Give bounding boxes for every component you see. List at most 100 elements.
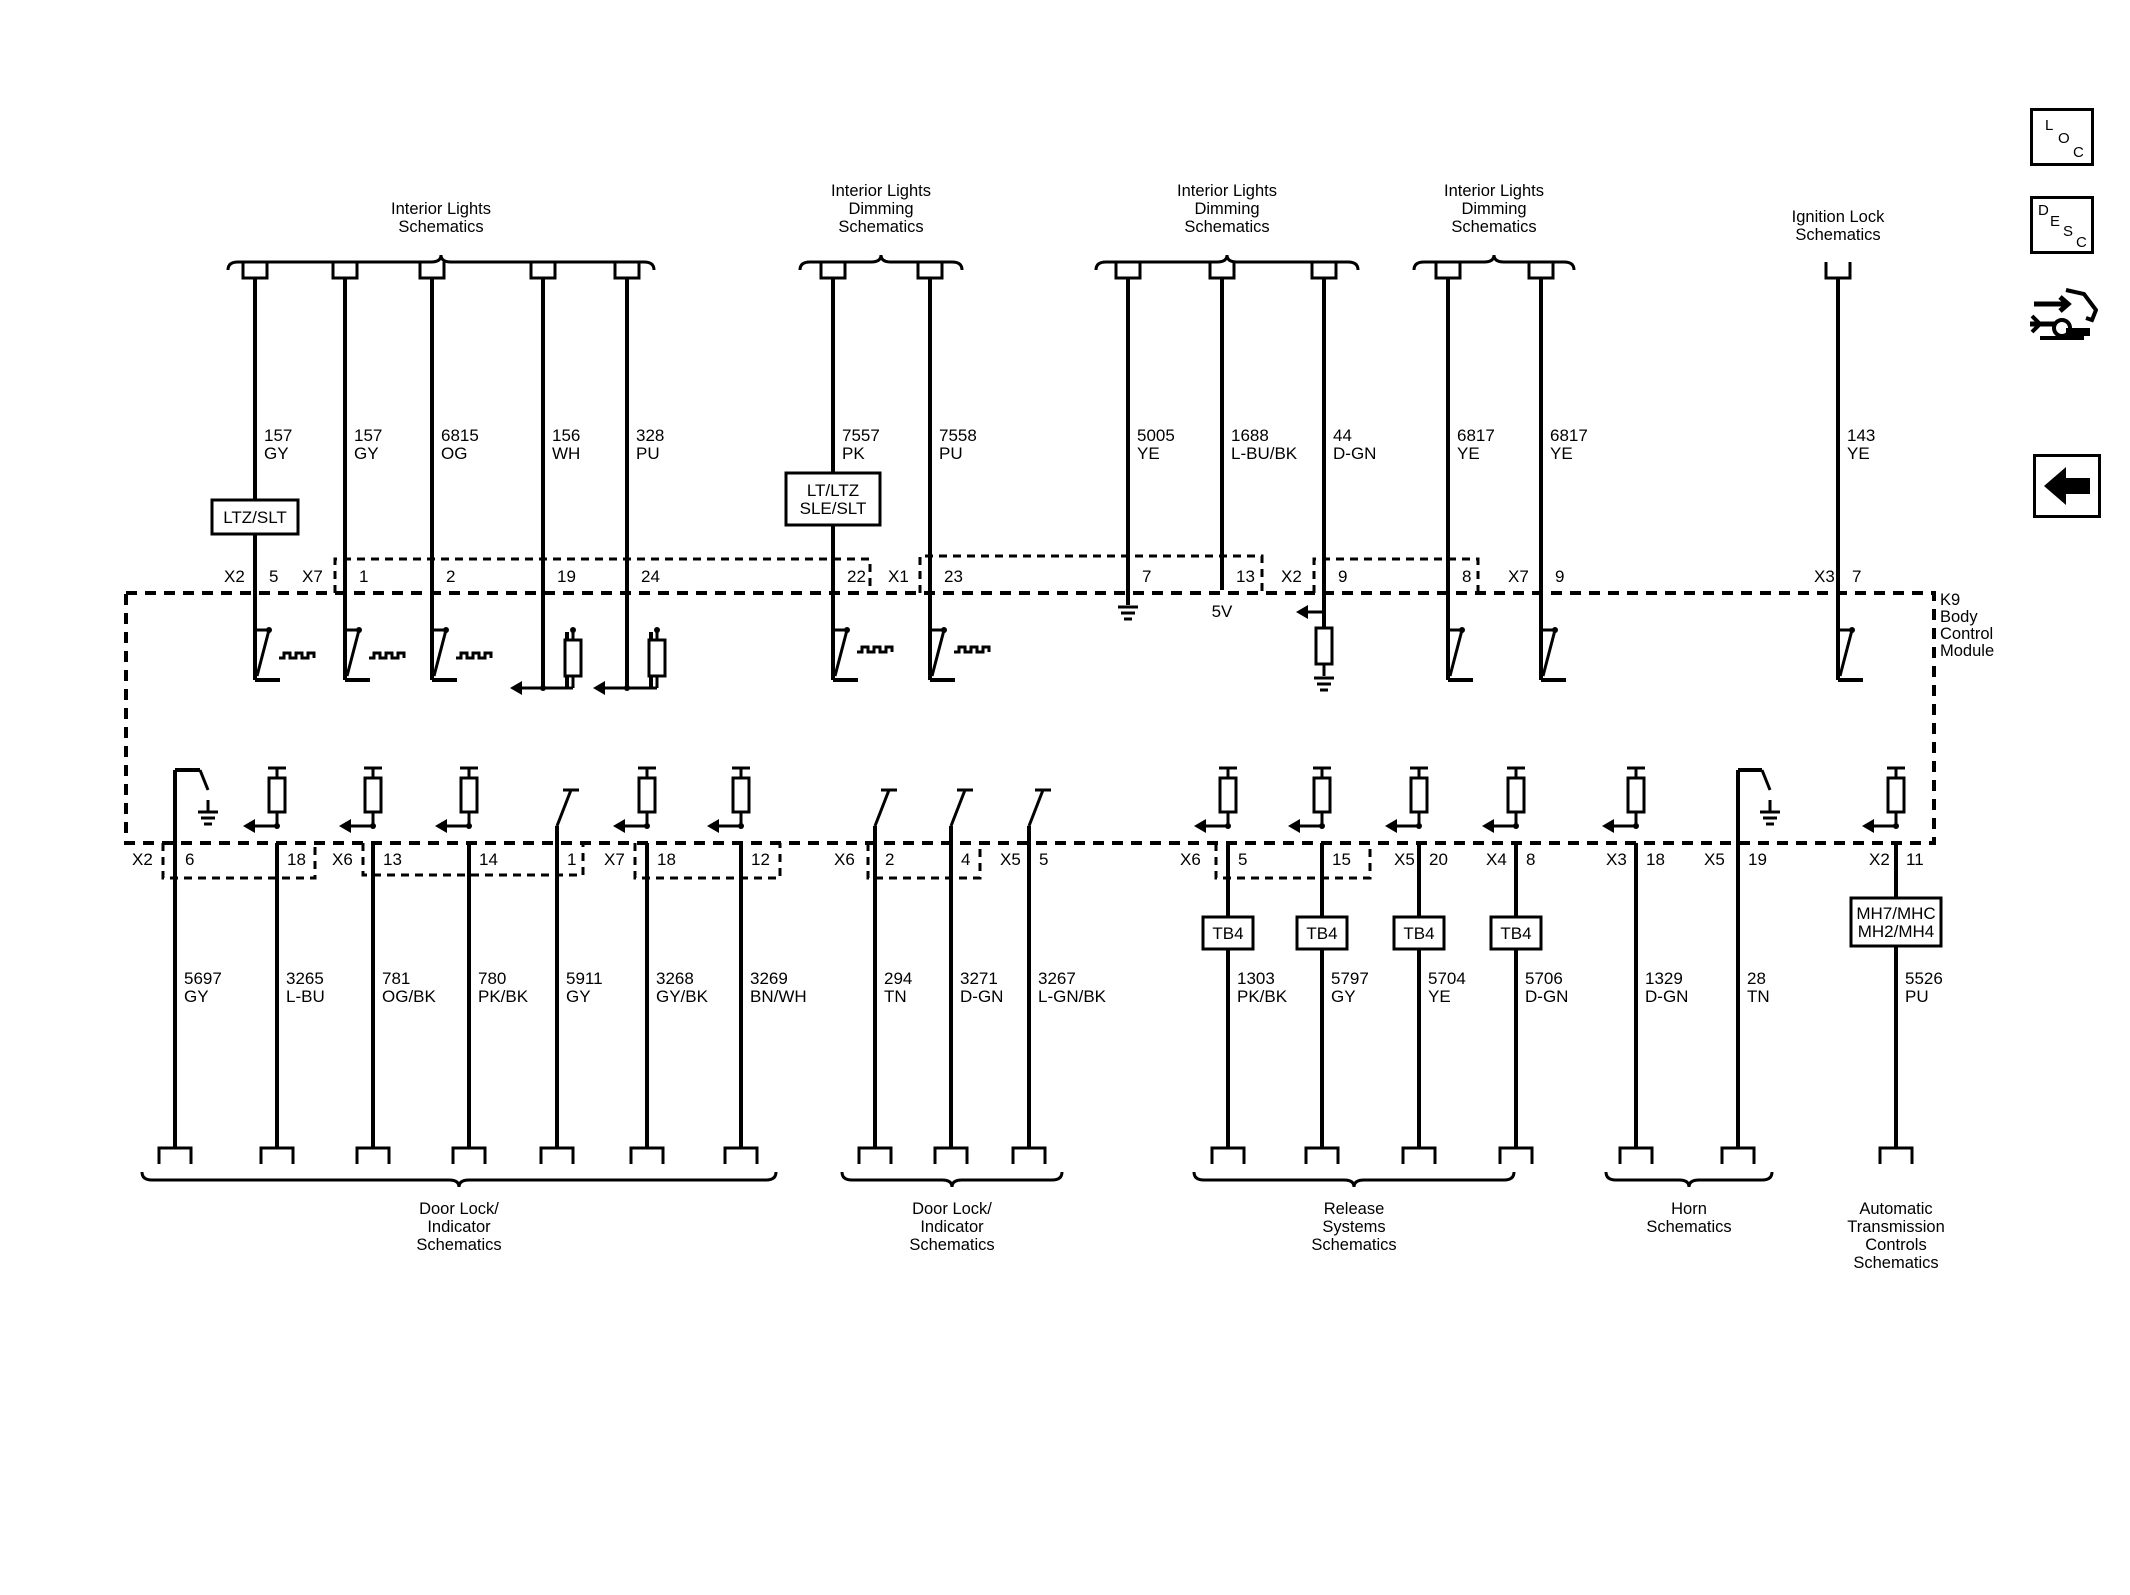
wire-circuit-number: 328 (636, 426, 664, 445)
pin-number: 9 (1555, 567, 1564, 586)
desc-button[interactable]: D E S C (2030, 196, 2094, 254)
pin-number: 24 (641, 567, 660, 586)
option-box-text: LT/LTZ (807, 481, 859, 500)
header-group-label: Dimming (1461, 200, 1526, 218)
module-label: Body (1940, 608, 1978, 626)
footer-group-label: Systems (1322, 1218, 1385, 1236)
header-group-label: Dimming (1194, 200, 1259, 218)
wire-color-code: PK (842, 444, 865, 463)
desc-letter-e: E (2050, 213, 2061, 230)
tb4-box-text: TB4 (1306, 924, 1337, 943)
top-wires: 157GY5157GY16815OG2156WH19328PU247557PK2… (241, 262, 1875, 590)
wire-color-code: D-GN (1333, 444, 1376, 463)
wire-circuit-number: 44 (1333, 426, 1352, 445)
wire-color-code: OG (441, 444, 467, 463)
header-group-label: Ignition Lock (1792, 208, 1885, 226)
pin-number: 19 (557, 567, 576, 586)
wire-color-code: YE (1428, 987, 1451, 1006)
wire-circuit-number: 294 (884, 969, 912, 988)
loc-button[interactable]: L O C (2030, 108, 2094, 166)
wire-circuit-number: 781 (382, 969, 410, 988)
wire-color-code: TN (1747, 987, 1770, 1006)
pin-number: 18 (657, 850, 676, 869)
wire-color-code: GY (184, 987, 209, 1006)
header-group-label: Schematics (1184, 218, 1269, 236)
connector-id: X2 (1869, 850, 1890, 869)
tb4-box-text: TB4 (1500, 924, 1531, 943)
pin-number: 15 (1332, 850, 1351, 869)
wire-color-code: YE (1137, 444, 1160, 463)
footer-group-label: Transmission (1847, 1218, 1945, 1236)
wire-circuit-number: 3269 (750, 969, 788, 988)
wire-circuit-number: 5526 (1905, 969, 1943, 988)
wire-circuit-number: 5697 (184, 969, 222, 988)
wire-circuit-number: 6815 (441, 426, 479, 445)
footer-group-label: Schematics (1853, 1254, 1938, 1272)
header-group-label: Interior Lights (831, 182, 931, 200)
wire-color-code: L-BU/BK (1231, 444, 1298, 463)
connector-id: X1 (888, 567, 909, 586)
footer-group-label: Indicator (427, 1218, 491, 1236)
connector-id: X3 (1814, 567, 1835, 586)
wire-color-code: PK/BK (478, 987, 529, 1006)
desc-letter-s: S (2063, 223, 2074, 240)
pin-number: 23 (944, 567, 963, 586)
bottom-wires: 5697GY63265L-BU18781OG/BK13780PK/BK14591… (157, 843, 1943, 1164)
footer-group-label: Horn (1671, 1200, 1707, 1218)
wire-circuit-number: 6817 (1457, 426, 1495, 445)
footer-group-label: Schematics (909, 1236, 994, 1254)
wire-color-code: TN (884, 987, 907, 1006)
header-group-label: Interior Lights (391, 200, 491, 218)
footer-group-label: Indicator (920, 1218, 984, 1236)
bottom-internal-components (173, 766, 1906, 843)
pin-number: 8 (1526, 850, 1535, 869)
tb4-box-text: TB4 (1403, 924, 1434, 943)
pin-number: 1 (359, 567, 368, 586)
connector-id: X4 (1486, 850, 1507, 869)
top-wire: 44D-GN9 (1310, 262, 1376, 590)
desc-letter-d: D (2038, 202, 2049, 219)
wire-color-code: GY/BK (656, 987, 709, 1006)
wire-circuit-number: 3268 (656, 969, 694, 988)
footer-group-label: Schematics (1646, 1218, 1731, 1236)
back-button[interactable] (2033, 454, 2101, 518)
wire-circuit-number: 5704 (1428, 969, 1466, 988)
pin-number: 13 (383, 850, 402, 869)
pin-number: 22 (847, 567, 866, 586)
wire-circuit-number: 5911 (566, 969, 603, 988)
wire-color-code: GY (354, 444, 379, 463)
wire-circuit-number: 5005 (1137, 426, 1175, 445)
pin-number: 1 (567, 850, 576, 869)
option-box-text: MH7/MHC (1856, 904, 1935, 923)
wire-color-code: D-GN (960, 987, 1003, 1006)
wire-circuit-number: 5797 (1331, 969, 1369, 988)
connector-id: X6 (1180, 850, 1201, 869)
pin-number: 4 (961, 850, 970, 869)
footer-group-label: Controls (1865, 1236, 1926, 1254)
pin-number: 14 (479, 850, 498, 869)
wire-color-code: L-GN/BK (1038, 987, 1107, 1006)
connector-id: X3 (1606, 850, 1627, 869)
tb4-box-text: TB4 (1212, 924, 1243, 943)
pin-number: 12 (751, 850, 770, 869)
wire-color-code: YE (1847, 444, 1870, 463)
header-group-label: Schematics (1451, 218, 1536, 236)
pin-number: 18 (287, 850, 306, 869)
wire-color-code: L-BU (286, 987, 325, 1006)
component-navigation-icon[interactable] (2026, 280, 2099, 348)
header-group-label: Schematics (1795, 226, 1880, 244)
